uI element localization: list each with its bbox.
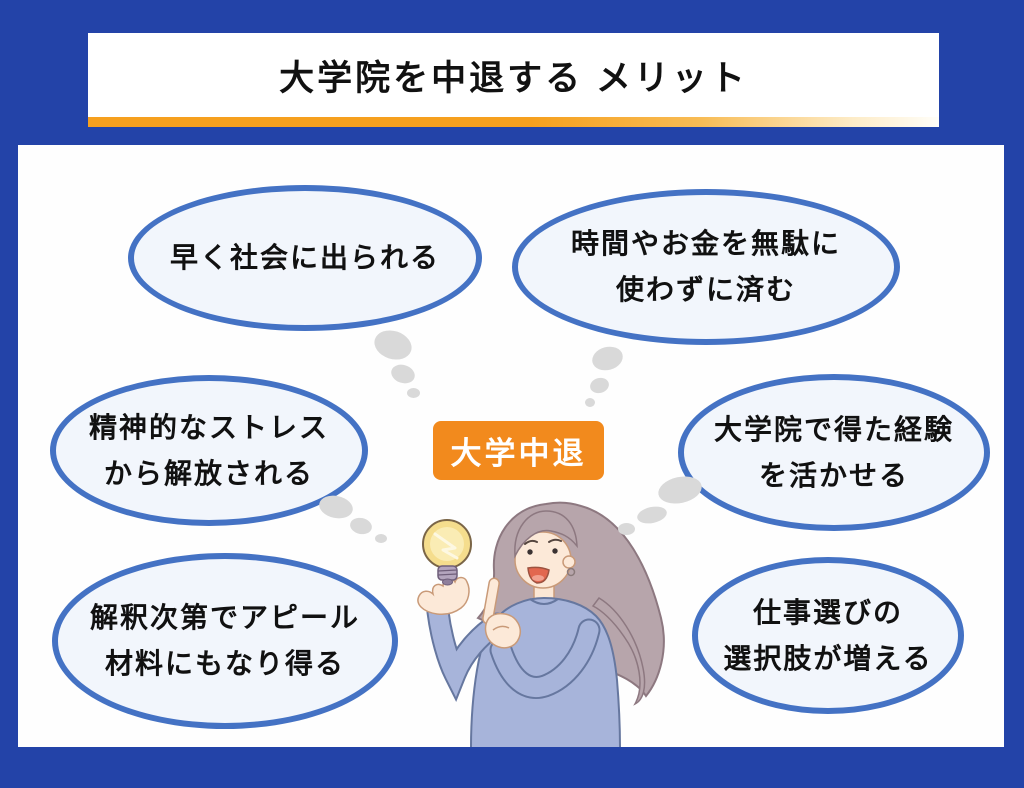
thought-dot	[370, 325, 416, 365]
bubble-text: 仕事選びの	[752, 596, 903, 628]
bubble-text: 解釈次第でアピール	[89, 602, 360, 633]
thought-dot	[317, 492, 355, 522]
face	[514, 510, 578, 589]
bubble-merit-3: 精神的なストレス から解放される	[50, 375, 368, 526]
thought-dot	[589, 343, 626, 374]
center-label-text: 大学中退	[450, 436, 587, 471]
bubble-text: 時間やお金を無駄に	[570, 228, 841, 259]
header-accent-bar	[88, 117, 939, 127]
thought-dot	[348, 515, 374, 537]
thought-dot	[588, 375, 611, 396]
bubble-text: 選択肢が増える	[723, 642, 933, 674]
thought-dot	[407, 388, 420, 398]
bubble-text: 早く社会に出られる	[169, 242, 440, 273]
main-panel: 早く社会に出られる 時間やお金を無駄に 使わずに済む 精神的なストレス から解放…	[18, 145, 1004, 747]
woman-pointing-lightbulb-illustration	[417, 501, 665, 747]
bubble-merit-6: 仕事選びの 選択肢が増える	[692, 557, 964, 714]
bubble-text: 材料にもなり得る	[104, 648, 345, 679]
page-title: 大学院を中退する メリット	[279, 58, 748, 98]
thought-dot	[388, 361, 418, 387]
bubble-text: を活かせる	[758, 459, 909, 491]
bubble-text: 精神的なストレス	[88, 411, 329, 443]
lightbulb-icon	[422, 519, 472, 586]
center-label: 大学中退	[433, 421, 604, 480]
bubble-merit-4: 大学院で得た経験 を活かせる	[678, 374, 990, 531]
bubble-merit-1: 早く社会に出られる	[128, 185, 482, 331]
thought-dot	[585, 398, 595, 407]
hair-lock	[591, 597, 646, 706]
pointing-arm	[482, 577, 601, 699]
bubble-merit-5: 解釈次第でアピール 材料にもなり得る	[52, 553, 398, 729]
left-arm	[417, 576, 509, 703]
bubble-text: から解放される	[103, 457, 314, 489]
bubble-merit-2: 時間やお金を無駄に 使わずに済む	[512, 189, 900, 345]
header-banner: 大学院を中退する メリット	[88, 33, 939, 127]
thought-dot	[375, 534, 387, 543]
bubble-text: 大学院で得た経験	[713, 413, 954, 445]
bubble-text: 使わずに済む	[615, 274, 796, 305]
thought-dot	[618, 523, 635, 535]
